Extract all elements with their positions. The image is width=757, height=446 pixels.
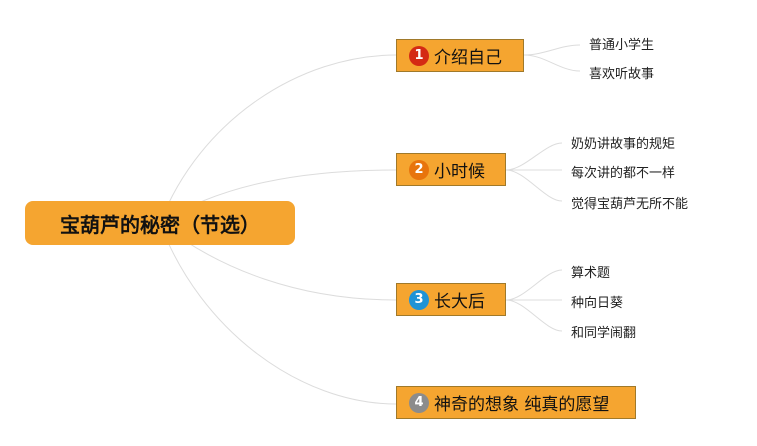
link-b3-leaf1 <box>505 269 563 301</box>
leaf-topic[interactable]: 喜欢听故事 <box>589 67 655 82</box>
link-root-branch4 <box>159 222 397 405</box>
leaf-topic[interactable]: 每次讲的都不一样 <box>571 166 676 181</box>
branch-topic-2[interactable]: 2 小时候 <box>396 153 506 186</box>
link-root-branch1 <box>159 54 397 224</box>
branch-topic-1[interactable]: 1 介绍自己 <box>396 39 524 72</box>
root-topic[interactable]: 宝葫芦的秘密（节选） <box>25 201 295 245</box>
leaf-topic[interactable]: 奶奶讲故事的规矩 <box>571 137 676 152</box>
link-b1-leaf2 <box>523 54 581 72</box>
number-3-icon: 3 <box>409 289 429 310</box>
branch-topic-3[interactable]: 3 长大后 <box>396 283 506 316</box>
branch-topic-4[interactable]: 4 神奇的想象 纯真的愿望 <box>396 386 636 419</box>
leaf-topic[interactable]: 种向日葵 <box>571 296 624 311</box>
link-b2-leaf1 <box>505 142 563 171</box>
branch-label: 长大后 <box>434 292 485 312</box>
number-1-icon: 1 <box>409 45 429 66</box>
link-b2-leaf3 <box>505 169 563 202</box>
branch-label: 神奇的想象 纯真的愿望 <box>434 395 610 415</box>
number-2-icon: 2 <box>409 159 429 180</box>
leaf-topic[interactable]: 和同学闹翻 <box>571 326 637 341</box>
link-b1-leaf1 <box>523 44 581 56</box>
leaf-topic[interactable]: 算术题 <box>571 266 611 281</box>
leaf-topic[interactable]: 觉得宝葫芦无所不能 <box>571 197 689 212</box>
link-b3-leaf3 <box>505 299 563 332</box>
leaf-topic[interactable]: 普通小学生 <box>589 38 655 53</box>
number-4-icon: 4 <box>409 392 429 413</box>
branch-label: 小时候 <box>434 162 485 182</box>
branch-label: 介绍自己 <box>434 48 502 68</box>
